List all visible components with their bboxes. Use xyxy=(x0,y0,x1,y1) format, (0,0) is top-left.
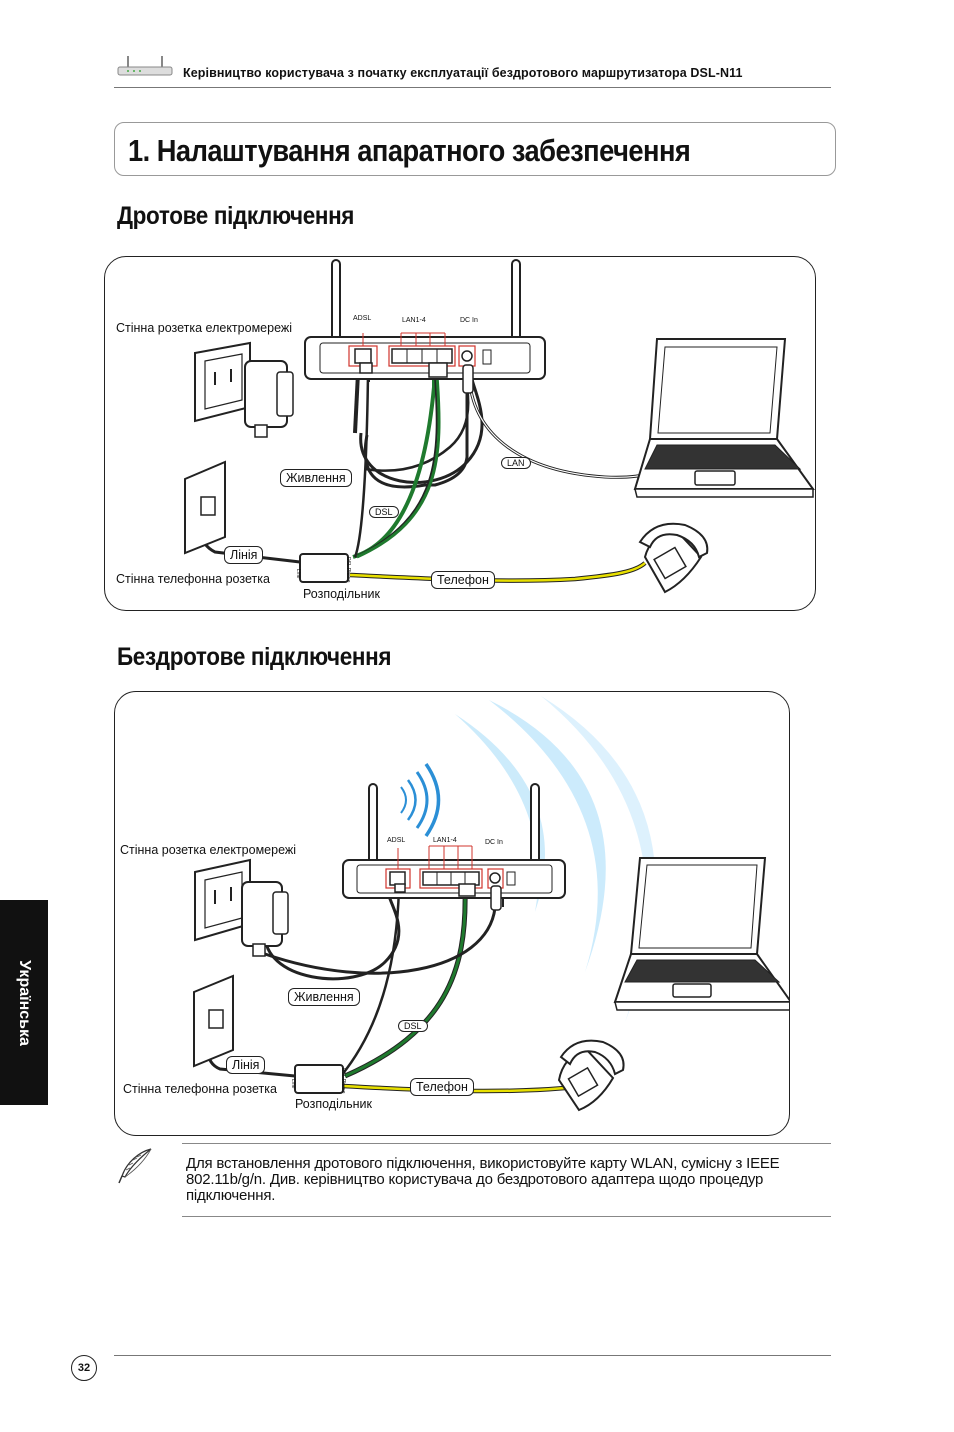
language-tab-label-wrap: Українська xyxy=(0,900,48,1105)
language-tab-label: Українська xyxy=(16,959,34,1046)
dsl-cable-outline xyxy=(343,889,468,1079)
dc-port xyxy=(461,350,473,362)
wireless-wall-phone-label: Стінна телефонна розетка xyxy=(123,1082,277,1096)
note-top-rule xyxy=(182,1143,831,1144)
splitter-box xyxy=(299,553,349,583)
wifi-wave-large xyxy=(489,700,606,972)
antenna-right xyxy=(511,259,521,341)
wired-splitter-label: Розподільник xyxy=(303,587,381,601)
note-bottom-rule xyxy=(182,1216,831,1217)
wired-power-callout: Живлення xyxy=(280,469,352,487)
wired-phone-callout: Телефон xyxy=(431,571,495,589)
wifi-small-2 xyxy=(406,779,417,821)
laptop-keyboard xyxy=(624,959,781,983)
dc-port xyxy=(489,872,501,884)
lan-highlight xyxy=(419,868,483,889)
wireless-power-callout: Живлення xyxy=(288,988,360,1006)
wired-wall-phone-label: Стінна телефонна розетка xyxy=(116,572,270,586)
dsl-cable xyxy=(344,889,467,1078)
title-frame xyxy=(114,122,836,176)
lan-highlight xyxy=(388,345,456,367)
phone-cable xyxy=(349,562,646,582)
adsl-port xyxy=(389,871,406,886)
wireless-diagram: Стінна розетка електромережі ADSL LAN1-4… xyxy=(114,691,790,1136)
page-number: 32 xyxy=(71,1355,97,1381)
page-title: 1. Налаштування апаратного забезпечення xyxy=(128,133,691,168)
wifi-small-4 xyxy=(424,763,441,837)
adsl-cable xyxy=(353,372,370,558)
language-tab xyxy=(0,900,48,1105)
wired-lan-callout: LAN xyxy=(501,457,531,469)
wireless-port-adsl: ADSL xyxy=(387,837,406,844)
wired-port-adsl: ADSL xyxy=(353,315,372,322)
dc-plug xyxy=(490,885,502,911)
wireless-wall-power-label: Стінна розетка електромережі xyxy=(120,843,297,857)
wireless-diagram-drawing xyxy=(193,696,789,1112)
telephone-handset xyxy=(559,1039,625,1076)
wired-dsl-callout: DSL xyxy=(369,506,399,518)
adsl-port xyxy=(354,348,372,364)
wireless-splitter-line: Line xyxy=(290,1079,296,1089)
note-text: Для встановлення дротового підключення, … xyxy=(186,1155,780,1204)
wired-wall-power-label: Стінна розетка електромережі xyxy=(116,321,293,335)
wired-diagram-drawing xyxy=(184,259,815,594)
antenna-right xyxy=(530,783,540,865)
wifi-small-3 xyxy=(415,771,429,829)
wifi-small-1 xyxy=(400,786,407,814)
wired-heading: Дротове підключення xyxy=(117,202,355,230)
wireless-splitter-label: Розподільник xyxy=(295,1097,373,1111)
wired-port-dc: DC In xyxy=(460,317,478,324)
laptop-keyboard xyxy=(644,444,802,470)
quill-pen-icon xyxy=(115,1146,155,1186)
wireless-phone-callout: Телефон xyxy=(410,1078,474,1096)
header-title: Керівництво користувача з початку експлу… xyxy=(183,66,743,80)
router-thumbnail-icon xyxy=(114,54,176,80)
wired-diagram: Стінна розетка електромережі ADSL LAN1-4… xyxy=(104,256,816,611)
wired-port-lan: LAN1-4 xyxy=(402,317,426,324)
antenna-left xyxy=(368,783,378,865)
power-cable-2 xyxy=(364,386,470,472)
power-cable xyxy=(363,367,469,489)
antenna-left xyxy=(331,259,341,341)
dc-plug xyxy=(462,364,474,394)
wireless-splitter-dsl: DSL Phone xyxy=(340,1068,346,1094)
header-divider xyxy=(114,87,831,88)
adsl-cable xyxy=(340,887,401,1077)
telephone-handset xyxy=(638,522,709,559)
wireless-port-lan: LAN1-4 xyxy=(433,837,457,844)
wireless-port-dc: DC In xyxy=(485,839,503,846)
wired-splitter-dsl: DSL Phone xyxy=(345,557,351,583)
footer-divider xyxy=(114,1355,831,1356)
splitter-box xyxy=(294,1064,344,1094)
power-cable xyxy=(263,887,401,981)
wireless-line-callout: Лінія xyxy=(226,1056,266,1074)
wired-line-callout: Лінія xyxy=(224,546,264,564)
wireless-heading: Бездротове підключення xyxy=(117,643,392,671)
wireless-dsl-callout: DSL xyxy=(398,1020,428,1032)
wired-splitter-line: Line xyxy=(295,569,301,579)
